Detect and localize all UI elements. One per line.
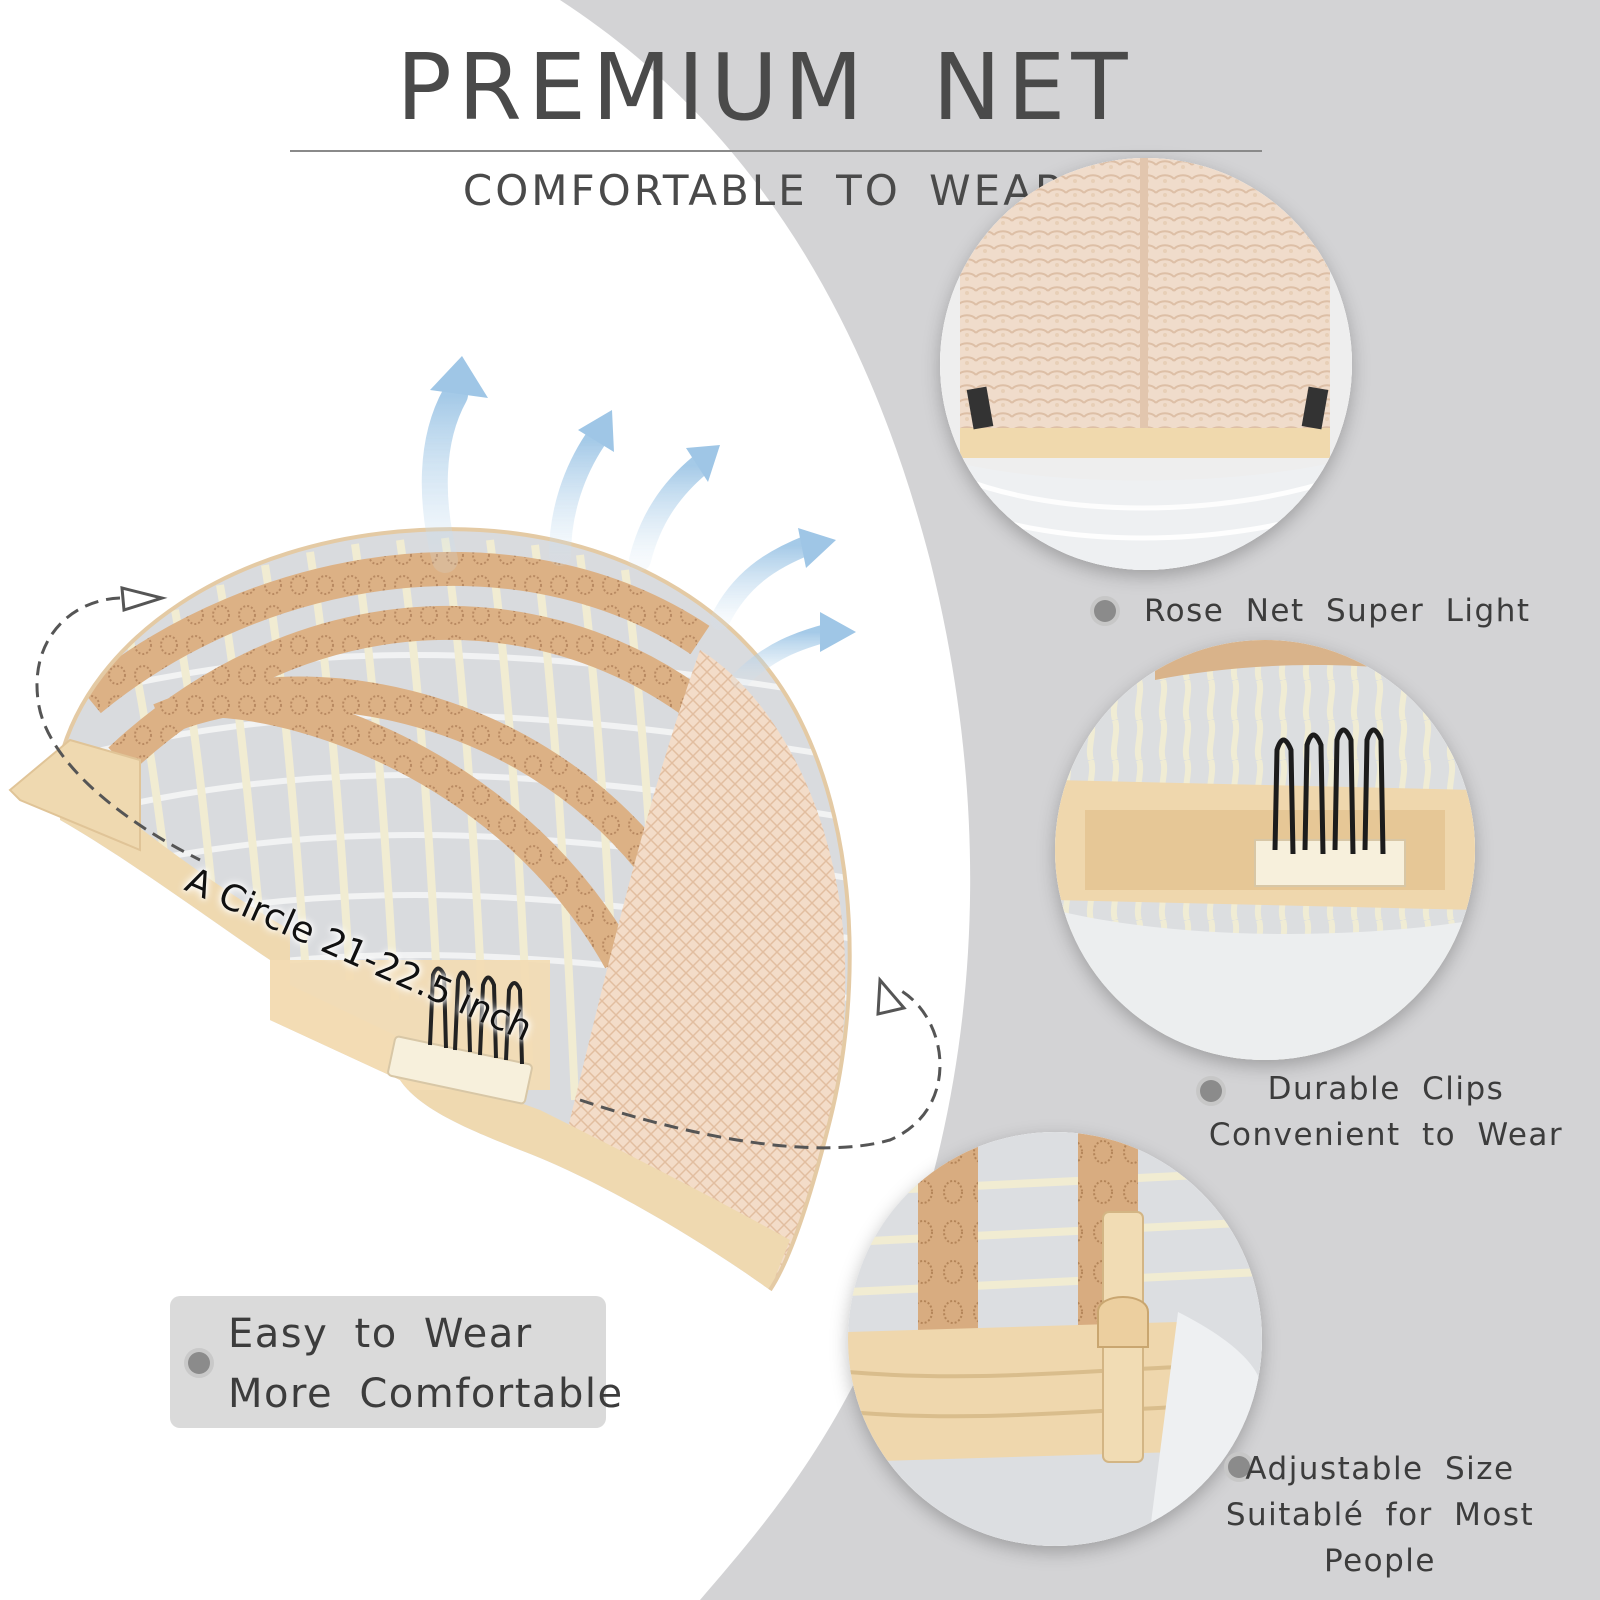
clip-comb-icon	[387, 966, 533, 1105]
page-subtitle: COMFORTABLE TO WEAR	[462, 166, 1068, 215]
title-divider	[290, 150, 1262, 152]
feature-line: Rose Net Super Light	[1144, 593, 1531, 629]
detail-circle-rose-net	[940, 158, 1352, 570]
bullet-dot-icon	[188, 1352, 210, 1374]
bullet-dot-icon	[1200, 1080, 1222, 1102]
feature-line: Suitablé for Most People	[1225, 1497, 1535, 1579]
feature-line: Durable Clips	[1267, 1071, 1505, 1107]
feature-line: Convenient to Wear	[1208, 1117, 1564, 1153]
page-title: PREMIUM NET	[396, 34, 1134, 141]
feature-durable-clips: Durable Clips Convenient to Wear	[1206, 1066, 1566, 1158]
feature-line: Adjustable Size	[1245, 1451, 1515, 1487]
info-text: Easy to Wear More Comfortable	[228, 1304, 624, 1424]
bullet-dot-icon	[1228, 1456, 1250, 1478]
detail-circle-durable-clips	[1055, 640, 1475, 1060]
info-line: Easy to Wear	[228, 1311, 533, 1357]
dashed-arrow-icon	[35, 596, 942, 1150]
info-line: More Comfortable	[228, 1371, 624, 1417]
airflow-arrow-icon	[421, 356, 856, 689]
feature-adjustable-size: Adjustable Size Suitablé for Most People	[1170, 1446, 1590, 1584]
info-box: Easy to Wear More Comfortable	[170, 1296, 622, 1428]
detail-circle-adjustable-size	[848, 1132, 1262, 1546]
feature-rose-net: Rose Net Super Light	[1144, 588, 1531, 634]
bullet-dot-icon	[1094, 600, 1116, 622]
